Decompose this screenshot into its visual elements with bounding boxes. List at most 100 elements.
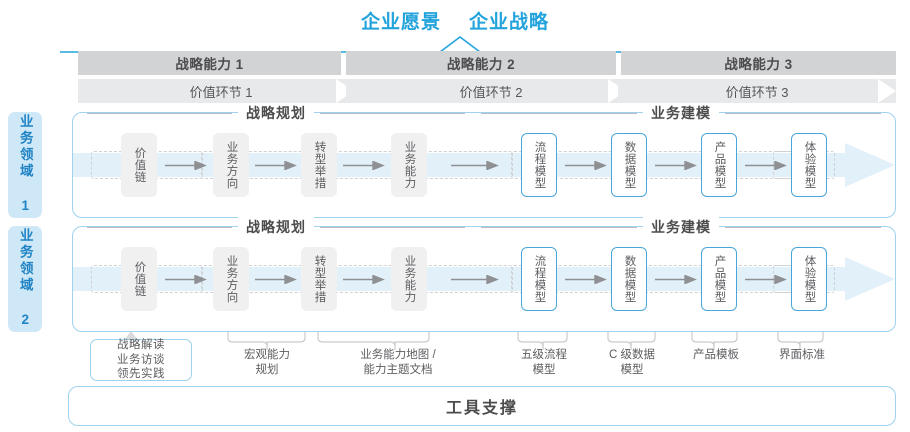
value-link-band: 价值环节 1 价值环节 2 价值环节 3 [78, 79, 896, 103]
flow-arrow-icon [655, 275, 697, 284]
domain-row-1: 战略规划 业务建模 价值链 业务方向 转型举措 业务能力 流程模型 数据模型 产… [72, 103, 896, 218]
node-label: 转型举措 [313, 255, 326, 303]
capability-cell-3[interactable]: 战略能力 3 [621, 51, 896, 75]
node-transformation-measures[interactable]: 转型举措 [301, 133, 337, 197]
group-heading-text: 战略规划 [238, 217, 314, 237]
domain-tag-1[interactable]: 业务领域 1 [8, 112, 42, 218]
group-heading-line-right [725, 226, 881, 228]
flow-arrow-icon [745, 275, 787, 284]
node-business-capability[interactable]: 业务能力 [391, 247, 427, 311]
node-business-direction[interactable]: 业务方向 [213, 133, 249, 197]
group-heading-line-left [87, 226, 232, 228]
node-label: 数据模型 [623, 255, 636, 303]
node-label: 产品模型 [713, 255, 726, 303]
domain-row-1-group-heading-strategy: 战略规划 [87, 103, 465, 123]
flow-arrow-icon [655, 161, 697, 170]
node-product-model[interactable]: 产品模型 [701, 247, 737, 311]
flow-arrow-icon [255, 275, 297, 284]
caption-line-1: 宏观能力 [244, 349, 290, 361]
node-label: 流程模型 [533, 141, 546, 189]
node-product-model[interactable]: 产品模型 [701, 133, 737, 197]
node-label: 产品模型 [713, 141, 726, 189]
caption-line-1: 业务能力地图 / [360, 349, 436, 361]
node-label: 数据模型 [623, 141, 636, 189]
node-process-model[interactable]: 流程模型 [521, 133, 557, 197]
flow-arrow-icon [165, 275, 207, 284]
strategic-capability-band: 战略能力 1 战略能力 2 战略能力 3 [78, 51, 896, 75]
node-label: 转型举措 [313, 141, 326, 189]
node-label: 业务方向 [225, 141, 238, 189]
flow-arrow-icon [165, 161, 207, 170]
flow-arrow-icon [343, 161, 385, 170]
strategy-note-box[interactable]: 战略解读 业务访谈 领先实践 [90, 339, 192, 381]
flow-arrow-icon [565, 275, 607, 284]
vision-title-enterprise-vision: 企业愿景 [360, 11, 441, 33]
node-value-chain[interactable]: 价值链 [121, 247, 157, 311]
domain-row-2-group-heading-strategy: 战略规划 [87, 217, 465, 237]
domain-tag-1-label: 业务领域 1 [17, 114, 33, 216]
flow-arrow-icon [343, 275, 385, 284]
flow-arrow-icon [565, 161, 607, 170]
node-data-model[interactable]: 数据模型 [611, 247, 647, 311]
group-heading-text: 业务建模 [643, 217, 719, 237]
domain-tag-2-label: 业务领域 2 [17, 228, 33, 330]
value-link-chevron-1 [336, 79, 364, 103]
group-heading-line-left [481, 226, 637, 228]
node-process-model[interactable]: 流程模型 [521, 247, 557, 311]
node-label: 体验模型 [803, 141, 816, 189]
value-link-chevron-end [878, 79, 896, 103]
caption-c-level-data-model: C 级数据 模型 [580, 348, 684, 378]
domain-row-2: 战略规划 业务建模 价值链 业务方向 转型举措 业务能力 流程模型 数据模型 产… [72, 217, 896, 332]
group-heading-line-left [87, 112, 232, 114]
flow-arrow-icon [255, 161, 297, 170]
node-data-model[interactable]: 数据模型 [611, 133, 647, 197]
node-label: 价值链 [133, 261, 146, 297]
caption-line-1: 界面标准 [779, 349, 825, 361]
group-heading-line-right [725, 112, 881, 114]
group-heading-text: 战略规划 [238, 103, 314, 123]
flow-arrow-icon [451, 161, 499, 170]
caption-product-template: 产品模板 [664, 348, 768, 363]
caption-interface-standard: 界面标准 [750, 348, 854, 363]
flow-arrow-icon [451, 275, 499, 284]
group-heading-line-right [320, 112, 465, 114]
tool-support-title: 工具支撑 [445, 400, 518, 417]
node-value-chain[interactable]: 价值链 [121, 133, 157, 197]
caption-five-level-process-model: 五级流程 模型 [492, 348, 596, 378]
domain-tag-2[interactable]: 业务领域 2 [8, 226, 42, 332]
caption-line-2: 规划 [255, 364, 279, 377]
caption-line-2: 模型 [532, 364, 556, 377]
strategy-note-line-2: 业务访谈 [117, 353, 165, 366]
node-label: 价值链 [133, 147, 146, 183]
node-label: 业务能力 [403, 255, 416, 303]
caption-macro-capability-planning: 宏观能力 规划 [215, 348, 319, 378]
flow-arrow-icon [745, 161, 787, 170]
node-label: 体验模型 [803, 255, 816, 303]
strategy-note-line-1: 战略解读 [117, 338, 165, 351]
vision-title-row: 企业愿景 企业战略 [0, 6, 910, 34]
domain-row-1-group-heading-modeling: 业务建模 [481, 103, 881, 123]
caption-business-capability-map: 业务能力地图 / 能力主题文档 [338, 348, 458, 378]
vision-title-enterprise-strategy: 企业战略 [469, 11, 550, 33]
value-link-chevron-2 [608, 79, 636, 103]
capability-cell-2[interactable]: 战略能力 2 [346, 51, 616, 75]
node-label: 流程模型 [533, 255, 546, 303]
tool-support-panel: 工具支撑 [68, 386, 896, 426]
capability-cell-1[interactable]: 战略能力 1 [78, 51, 341, 75]
group-heading-line-right [320, 226, 465, 228]
caption-line-1: 五级流程 [521, 349, 567, 361]
node-transformation-measures[interactable]: 转型举措 [301, 247, 337, 311]
value-link-cell-2[interactable]: 价值环节 2 [346, 79, 636, 103]
domain-row-2-group-heading-modeling: 业务建模 [481, 217, 881, 237]
node-experience-model[interactable]: 体验模型 [791, 247, 827, 311]
caption-line-2: 模型 [620, 364, 644, 377]
value-link-cell-3[interactable]: 价值环节 3 [618, 79, 896, 103]
caption-line-2: 能力主题文档 [363, 364, 433, 377]
caption-line-1: C 级数据 [609, 349, 655, 361]
node-label: 业务方向 [225, 255, 238, 303]
group-heading-line-left [481, 112, 637, 114]
node-business-capability[interactable]: 业务能力 [391, 133, 427, 197]
node-business-direction[interactable]: 业务方向 [213, 247, 249, 311]
node-experience-model[interactable]: 体验模型 [791, 133, 827, 197]
value-link-cell-1[interactable]: 价值环节 1 [78, 79, 364, 103]
